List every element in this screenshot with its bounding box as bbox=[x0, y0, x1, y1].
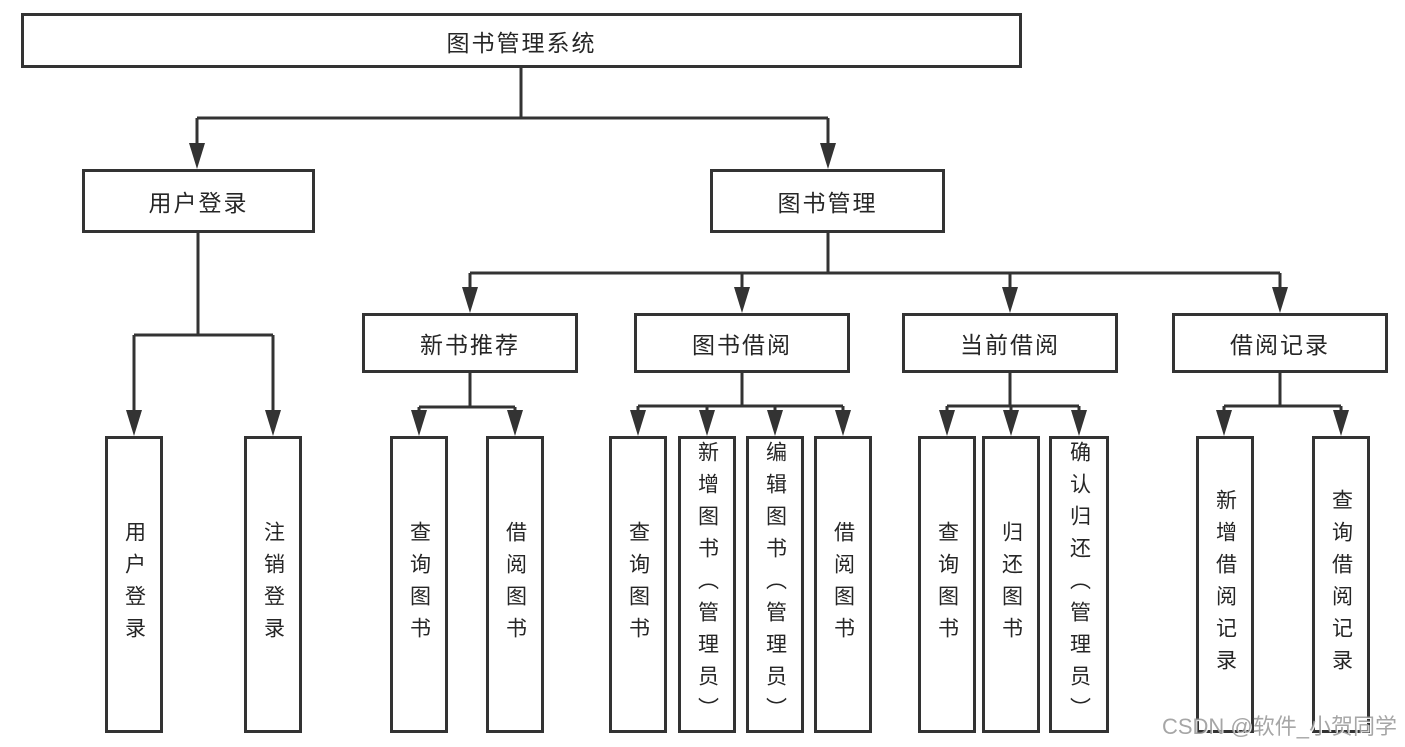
node-current-borrow: 当前借阅 bbox=[902, 313, 1118, 373]
csdn-watermark: CSDN @软件_小贺同学 bbox=[1161, 714, 1397, 739]
node-label: 借阅图书 bbox=[503, 520, 527, 649]
node-book-management: 图书管理 bbox=[710, 169, 945, 233]
leaf-add-borrow-record: 新增借阅记录 bbox=[1196, 436, 1254, 733]
leaf-logout: 注销登录 bbox=[244, 436, 302, 733]
node-label: 当前借阅 bbox=[960, 332, 1060, 358]
node-label: 编辑图书（管理员） bbox=[763, 440, 787, 729]
leaf-return-book: 归还图书 bbox=[982, 436, 1040, 733]
leaf-borrow-books: 借阅图书 bbox=[814, 436, 872, 733]
node-label: 新书推荐 bbox=[420, 332, 520, 358]
node-root-library-system: 图书管理系统 bbox=[21, 13, 1022, 68]
node-label: 用户登录 bbox=[148, 190, 249, 216]
leaf-add-book-admin: 新增图书（管理员） bbox=[678, 436, 736, 733]
node-label: 查询借阅记录 bbox=[1329, 488, 1353, 681]
leaf-query-books-recommend: 查询图书 bbox=[390, 436, 448, 733]
node-label: 借阅记录 bbox=[1230, 332, 1330, 358]
leaf-edit-book-admin: 编辑图书（管理员） bbox=[746, 436, 804, 733]
node-label: 图书借阅 bbox=[692, 332, 792, 358]
node-label: 查询图书 bbox=[626, 520, 650, 649]
arrowhead-icons bbox=[126, 143, 1349, 436]
leaf-user-login: 用户登录 bbox=[105, 436, 163, 733]
node-label: 借阅图书 bbox=[831, 520, 855, 649]
leaf-confirm-return-admin: 确认归还（管理员） bbox=[1049, 436, 1109, 733]
node-label: 新增借阅记录 bbox=[1213, 488, 1237, 681]
leaf-borrow-books-recommend: 借阅图书 bbox=[486, 436, 544, 733]
node-label: 归还图书 bbox=[999, 520, 1023, 649]
node-book-borrow: 图书借阅 bbox=[634, 313, 850, 373]
leaf-query-books-current: 查询图书 bbox=[918, 436, 976, 733]
node-borrow-records: 借阅记录 bbox=[1172, 313, 1388, 373]
node-user-login: 用户登录 bbox=[82, 169, 315, 233]
leaf-query-borrow-record: 查询借阅记录 bbox=[1312, 436, 1370, 733]
node-label: 确认归还（管理员） bbox=[1067, 440, 1091, 729]
node-label: 查询图书 bbox=[935, 520, 959, 649]
node-label: 注销登录 bbox=[261, 520, 285, 649]
node-new-book-recommend: 新书推荐 bbox=[362, 313, 578, 373]
leaf-query-books-borrow: 查询图书 bbox=[609, 436, 667, 733]
node-label: 图书管理系统 bbox=[446, 29, 597, 56]
node-label: 图书管理 bbox=[777, 190, 878, 216]
node-label: 用户登录 bbox=[122, 520, 146, 649]
node-label: 查询图书 bbox=[407, 520, 431, 649]
node-label: 新增图书（管理员） bbox=[695, 440, 719, 729]
